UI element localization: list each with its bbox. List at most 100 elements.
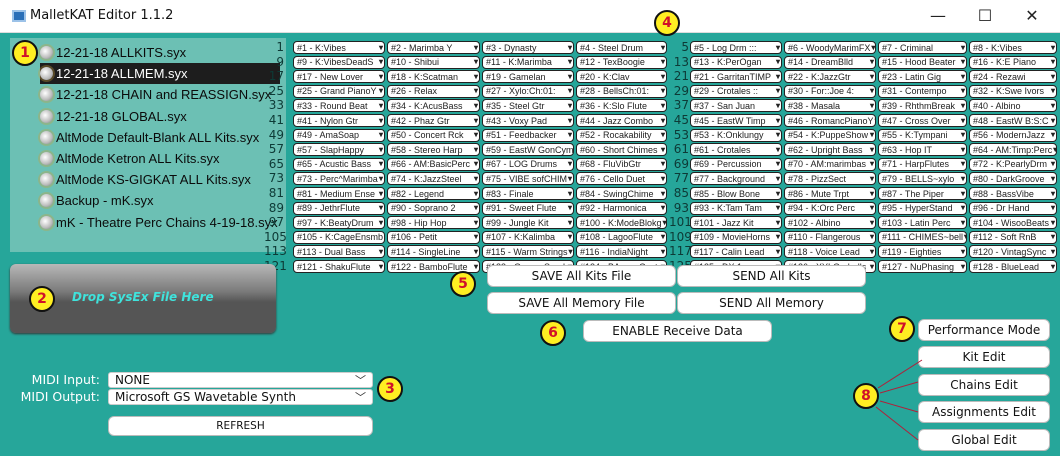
kit-select[interactable]: #6 - WoodyMarimFX▾ <box>784 41 876 54</box>
kit-select[interactable]: #16 - K:E Piano▾ <box>969 55 1057 69</box>
kit-select[interactable]: #19 - Gamelan▾ <box>482 70 574 84</box>
kit-select[interactable]: #96 - Dr Hand▾ <box>969 201 1057 215</box>
kit-select[interactable]: #97 - K:BeatyDrum▾ <box>293 216 385 230</box>
kit-select[interactable]: #114 - SingleLine▾ <box>387 245 480 259</box>
refresh-button[interactable]: REFRESH <box>108 416 373 436</box>
send-all-memory-button[interactable]: SEND All Memory <box>677 292 866 314</box>
kit-select[interactable]: #101 - Jazz Kit▾ <box>690 216 782 230</box>
kit-select[interactable]: #55 - K:Tympani▾ <box>878 128 967 142</box>
kit-select[interactable]: #46 - RomancPianoY▾ <box>784 114 876 127</box>
kit-select[interactable]: #128 - BlueLead▾ <box>969 260 1057 273</box>
kit-select[interactable]: #40 - Albino▾ <box>969 99 1057 113</box>
kit-select[interactable]: #108 - LagooFlute▾ <box>576 230 667 244</box>
kit-select[interactable]: #74 - K:JazzSteel▾ <box>387 172 480 186</box>
kit-select[interactable]: #23 - Latin Gig▾ <box>878 70 967 84</box>
kit-select[interactable]: #5 - Log Drm :::▾ <box>690 41 782 54</box>
kit-select[interactable]: #9 - K:VibesDeadS▾ <box>293 55 385 69</box>
kit-select[interactable]: #103 - Latin Perc▾ <box>878 216 967 230</box>
kit-select[interactable]: #18 - K:Scatman▾ <box>387 70 480 84</box>
kit-select[interactable]: #37 - San Juan▾ <box>690 99 782 113</box>
kit-select[interactable]: #39 - RhthmBreak▾ <box>878 99 967 113</box>
kit-select[interactable]: #58 - Stereo Harp▾ <box>387 143 480 157</box>
file-list-item[interactable]: 12-21-18 ALLMEM.syx <box>40 63 280 85</box>
kit-select[interactable]: #64 - AM:Timp:Perc▾ <box>969 143 1057 157</box>
kit-select[interactable]: #104 - WisooBeats▾ <box>969 216 1057 230</box>
kit-select[interactable]: #4 - Steel Drum▾ <box>576 41 667 54</box>
kit-select[interactable]: #84 - SwingChime▾ <box>576 187 667 200</box>
file-list-item[interactable]: Backup - mK.syx <box>40 190 280 211</box>
chains-edit-button[interactable]: Chains Edit <box>918 374 1050 396</box>
kit-select[interactable]: #53 - K:Onklungy▾ <box>690 128 782 142</box>
kit-select[interactable]: #95 - HyperStand▾ <box>878 201 967 215</box>
kit-select[interactable]: #17 - New Lover▾ <box>293 70 385 84</box>
kit-select[interactable]: #32 - K:Swe Ivors▾ <box>969 84 1057 98</box>
kit-select[interactable]: #88 - BassVibe▾ <box>969 187 1057 200</box>
kit-select[interactable]: #54 - K:PuppeShow▾ <box>784 128 876 142</box>
kit-select[interactable]: #1 - K:Vibes▾ <box>293 41 385 54</box>
kit-select[interactable]: #89 - JethrFlute▾ <box>293 201 385 215</box>
kit-select[interactable]: #105 - K:CageEnsmb▾ <box>293 230 385 244</box>
kit-select[interactable]: #35 - Steel Gtr▾ <box>482 99 574 113</box>
kit-select[interactable]: #106 - Petit▾ <box>387 230 480 244</box>
kit-select[interactable]: #117 - Calin Lead▾ <box>690 245 782 259</box>
kit-select[interactable]: #78 - PizzSect▾ <box>784 172 876 186</box>
kit-select[interactable]: #122 - BamboFlute▾ <box>387 260 480 273</box>
file-list-item[interactable]: 12-21-18 GLOBAL.syx <box>40 106 280 127</box>
kit-select[interactable]: #30 - For::Joe 4:▾ <box>784 84 876 98</box>
kit-select[interactable]: #28 - BellsCh:01:▾ <box>576 84 667 98</box>
midi-input-select[interactable]: NONE﹀ <box>108 372 373 388</box>
kit-select[interactable]: #109 - MovieHorns▾ <box>690 230 782 244</box>
kit-select[interactable]: #45 - EastW Timp▾ <box>690 114 782 127</box>
kit-select[interactable]: #12 - TexBoogie▾ <box>576 55 667 69</box>
kit-select[interactable]: #50 - Concert Rck▾ <box>387 128 480 142</box>
kit-select[interactable]: #57 - SlapHappy▾ <box>293 143 385 157</box>
kit-select[interactable]: #92 - Harmonica▾ <box>576 201 667 215</box>
kit-select[interactable]: #93 - K:Tam Tam▾ <box>690 201 782 215</box>
file-list-item[interactable]: 12-21-18 CHAIN and REASSIGN.syx <box>40 84 280 105</box>
kit-select[interactable]: #110 - Flangerous▾ <box>784 230 876 244</box>
send-all-kits-button[interactable]: SEND All Kits <box>677 265 866 287</box>
kit-select[interactable]: #24 - Rezawi▾ <box>969 70 1057 84</box>
assignments-edit-button[interactable]: Assignments Edit <box>918 401 1050 423</box>
kit-select[interactable]: #15 - Hood Beater▾ <box>878 55 967 69</box>
kit-select[interactable]: #77 - Background▾ <box>690 172 782 186</box>
kit-select[interactable]: #22 - K:JazzGtr▾ <box>784 70 876 84</box>
maximize-button[interactable]: ☐ <box>977 6 993 25</box>
kit-select[interactable]: #7 - Criminal▾ <box>878 41 967 54</box>
kit-select[interactable]: #42 - Phaz Gtr▾ <box>387 114 480 127</box>
kit-select[interactable]: #94 - K:Orc Perc▾ <box>784 201 876 215</box>
kit-select[interactable]: #10 - Shibui▾ <box>387 55 480 69</box>
kit-select[interactable]: #115 - Warm Strings▾ <box>482 245 574 259</box>
kit-select[interactable]: #127 - NuPhasing▾ <box>878 260 967 273</box>
kit-select[interactable]: #33 - Round Beat▾ <box>293 99 385 113</box>
kit-select[interactable]: #68 - FluVibGtr▾ <box>576 157 667 171</box>
kit-select[interactable]: #38 - Masala▾ <box>784 99 876 113</box>
kit-select[interactable]: #99 - Jungle Kit▾ <box>482 216 574 230</box>
kit-select[interactable]: #83 - Finale▾ <box>482 187 574 200</box>
kit-select[interactable]: #120 - VintagSync▾ <box>969 245 1057 259</box>
kit-select[interactable]: #82 - Legend▾ <box>387 187 480 200</box>
kit-select[interactable]: #116 - IndiaNight▾ <box>576 245 667 259</box>
file-list-item[interactable]: AltMode Ketron ALL Kits.syx <box>40 148 280 169</box>
kit-select[interactable]: #63 - Hop IT▾ <box>878 143 967 157</box>
kit-select[interactable]: #13 - K:PerOgan▾ <box>690 55 782 69</box>
kit-select[interactable]: #119 - Eighties▾ <box>878 245 967 259</box>
kit-select[interactable]: #76 - Cello Duet▾ <box>576 172 667 186</box>
kit-select[interactable]: #26 - Relax▾ <box>387 84 480 98</box>
save-all-memory-button[interactable]: SAVE All Memory File <box>487 292 676 314</box>
kit-select[interactable]: #14 - DreamBlld▾ <box>784 55 876 69</box>
close-button[interactable]: ✕ <box>1025 6 1039 25</box>
kit-select[interactable]: #8 - K:Vibes▾ <box>969 41 1057 54</box>
kit-edit-button[interactable]: Kit Edit <box>918 346 1050 368</box>
kit-select[interactable]: #73 - Perc^Marimba▾ <box>293 172 385 186</box>
kit-select[interactable]: #100 - K:ModeBlokg▾ <box>576 216 667 230</box>
kit-select[interactable]: #25 - Grand PianoY▾ <box>293 84 385 98</box>
kit-select[interactable]: #20 - K:Clav▾ <box>576 70 667 84</box>
kit-select[interactable]: #98 - Hip Hop▾ <box>387 216 480 230</box>
kit-select[interactable]: #60 - Short Chimes▾ <box>576 143 667 157</box>
kit-select[interactable]: #27 - Xylo:Ch:01:▾ <box>482 84 574 98</box>
kit-select[interactable]: #21 - GarritanTIMP▾ <box>690 70 782 84</box>
file-list-item[interactable]: 12-21-18 ALLKITS.syx <box>40 42 280 63</box>
kit-select[interactable]: #112 - Soft RnB▾ <box>969 230 1057 244</box>
performance-mode-button[interactable]: Performance Mode <box>918 319 1050 341</box>
